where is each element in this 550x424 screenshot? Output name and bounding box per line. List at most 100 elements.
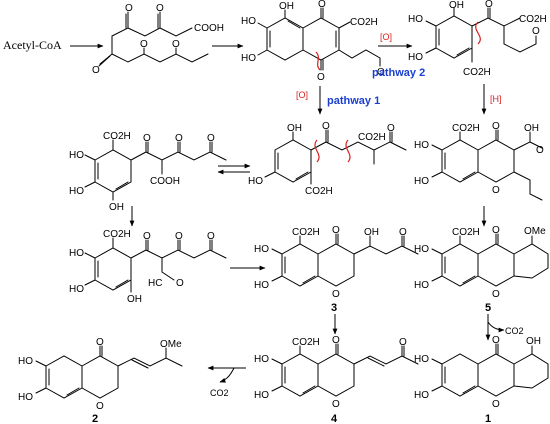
svg-text:OH: OH [127, 294, 142, 305]
svg-text:OH: OH [449, 0, 464, 11]
compound-2-label: 2 [92, 413, 98, 424]
equilibrium-arrows [217, 163, 251, 175]
svg-text:CO2H: CO2H [292, 337, 320, 348]
svg-text:CO2H: CO2H [305, 186, 333, 197]
compound-3-label: 3 [331, 302, 337, 314]
svg-text:O: O [96, 401, 104, 412]
svg-text:O: O [207, 133, 215, 144]
svg-text:[H]: [H] [490, 94, 502, 104]
svg-text:HO: HO [69, 186, 84, 197]
svg-text:CO2H: CO2H [463, 67, 491, 78]
acetyl-coa-label: Acetyl-CoA [3, 38, 62, 52]
svg-text:OH: OH [109, 202, 124, 213]
svg-text:OMe: OMe [160, 339, 182, 350]
svg-text:O: O [532, 26, 540, 37]
svg-text:CO2H: CO2H [452, 227, 480, 238]
svg-text:HO: HO [408, 14, 423, 25]
svg-text:O: O [143, 133, 151, 144]
svg-text:O: O [156, 3, 164, 14]
svg-text:CO2H: CO2H [358, 132, 386, 143]
svg-text:CO2H: CO2H [103, 229, 131, 240]
svg-text:CO2H: CO2H [292, 227, 320, 238]
svg-text:O: O [492, 335, 500, 346]
svg-text:COOH: COOH [194, 23, 224, 34]
svg-text:HO: HO [408, 52, 423, 63]
compound-5-structure: CO2H O OMe HO HO O 5 [414, 225, 549, 314]
svg-text:HO: HO [241, 16, 256, 27]
svg-text:OH: OH [524, 123, 539, 134]
svg-text:O: O [387, 123, 395, 134]
svg-text:[O]: [O] [380, 32, 392, 42]
svg-text:O: O [492, 121, 500, 132]
svg-text:O: O [536, 145, 544, 156]
compound-4-structure: CO2H O HO HO O O 4 [254, 335, 419, 424]
svg-text:O: O [143, 231, 151, 242]
pathway-1-label: pathway 1 [327, 95, 380, 107]
pathway-2-label: pathway 2 [372, 67, 425, 79]
compound-4-label: 4 [331, 413, 338, 424]
svg-text:O: O [377, 67, 385, 78]
svg-text:O: O [317, 72, 325, 83]
svg-text:CO2: CO2 [210, 388, 229, 398]
compound-2-structure: O HO HO O OMe 2 [18, 337, 183, 424]
svg-text:CO2: CO2 [505, 326, 524, 336]
svg-text:OMe: OMe [524, 226, 546, 237]
compound-1-label: 1 [485, 413, 491, 424]
svg-text:CO2H: CO2H [103, 131, 131, 142]
svg-text:HO: HO [254, 390, 269, 401]
svg-text:O: O [485, 0, 493, 10]
svg-text:O: O [176, 278, 184, 289]
compound-1-structure: O OH HO HO O 1 [414, 335, 549, 424]
svg-text:HO: HO [254, 280, 269, 291]
svg-text:CO2H: CO2H [350, 17, 378, 28]
svg-text:CO2H: CO2H [519, 14, 547, 25]
svg-text:HO: HO [414, 280, 429, 291]
svg-text:HO: HO [414, 176, 429, 187]
svg-text:COOH: COOH [150, 176, 180, 187]
compound-5-label: 5 [485, 302, 491, 314]
svg-text:O: O [492, 399, 500, 410]
svg-text:OH: OH [526, 336, 541, 347]
tetraketo-acid-intermediate: CO2H HO HO OH O O O COOH [69, 131, 227, 213]
svg-text:HO: HO [254, 354, 269, 365]
compound-3-structure: CO2H O HO HO O OH O 3 [254, 225, 419, 314]
svg-text:O: O [399, 227, 407, 238]
svg-text:O: O [332, 289, 340, 300]
arrow-4-to-2-decarboxylation: CO2 [207, 365, 246, 398]
svg-text:HC: HC [148, 278, 162, 289]
svg-text:O: O [322, 121, 330, 132]
pathway2-intermediate: OH O HO HO CO2H CO2H O [408, 0, 547, 78]
svg-text:CO2H: CO2H [452, 123, 480, 134]
svg-text:HO: HO [414, 390, 429, 401]
polyketide-chain: O O O O O COOH [92, 3, 224, 76]
pathway2-chromone-intermediate: CO2H O HO HO O OH O [414, 121, 544, 201]
svg-text:OH: OH [364, 227, 379, 238]
svg-text:O: O [318, 0, 326, 10]
svg-text:[O]: [O] [296, 90, 308, 100]
svg-text:OH: OH [279, 1, 294, 12]
svg-text:O: O [207, 231, 215, 242]
svg-text:HO: HO [248, 176, 263, 187]
arrow-5-to-1-decarboxylation: CO2 [485, 314, 524, 341]
svg-text:HO: HO [414, 244, 429, 255]
svg-text:HO: HO [69, 248, 84, 259]
svg-text:O: O [332, 335, 340, 346]
svg-text:O: O [172, 39, 180, 50]
naphthoquinone-intermediate: OH O HO HO CO2H O O [241, 0, 385, 83]
aldehyde-intermediate: CO2H HO HO OH O O O HC O [69, 229, 227, 305]
svg-text:HO: HO [18, 356, 33, 367]
svg-text:O: O [96, 337, 104, 348]
svg-text:O: O [492, 289, 500, 300]
svg-text:O: O [92, 65, 100, 76]
svg-text:O: O [140, 39, 148, 50]
pathway1-intermediate: OH O HO CO2H CO2H O [248, 121, 407, 197]
svg-text:O: O [492, 225, 500, 236]
svg-text:HO: HO [69, 150, 84, 161]
svg-text:HO: HO [254, 244, 269, 255]
svg-text:HO: HO [241, 53, 256, 64]
svg-text:HO: HO [414, 140, 429, 151]
svg-text:O: O [332, 399, 340, 410]
svg-text:HO: HO [414, 354, 429, 365]
svg-text:O: O [492, 185, 500, 196]
